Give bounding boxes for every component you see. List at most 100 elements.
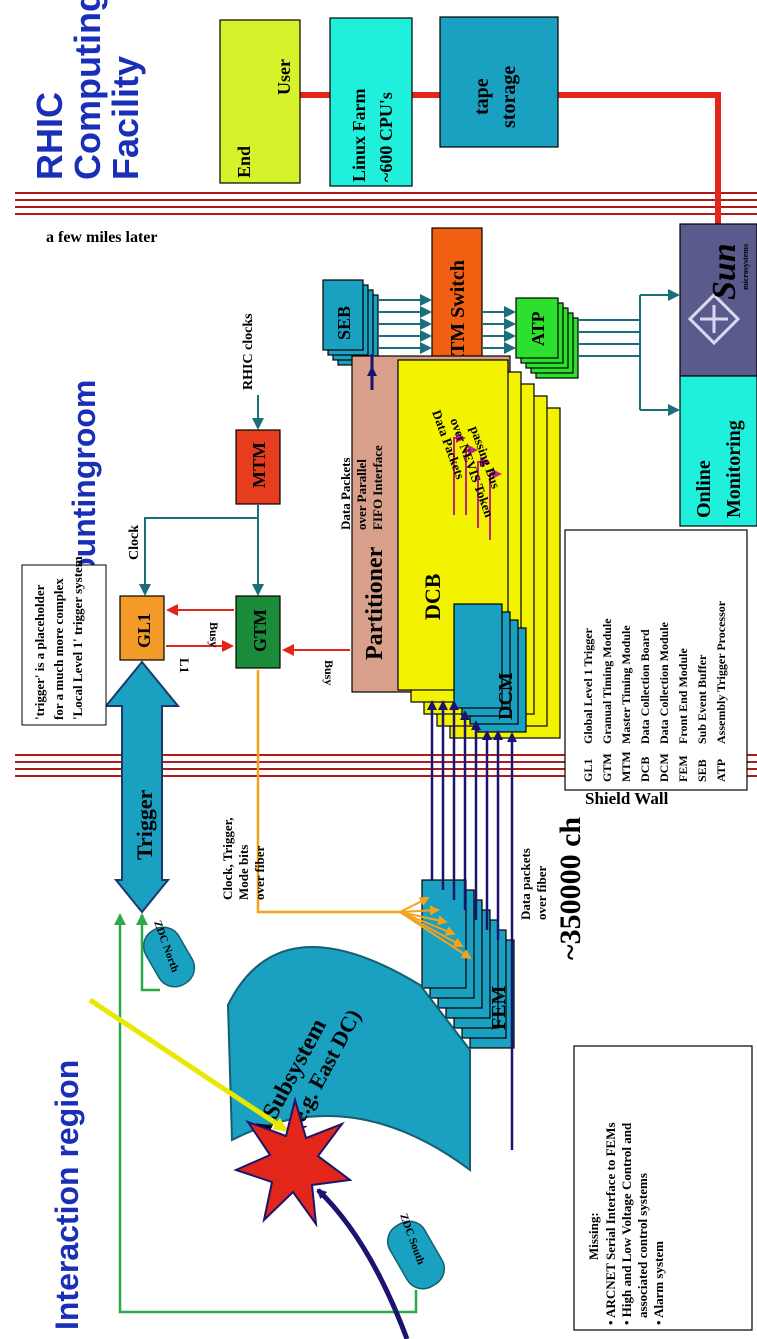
trigger-arrow: Trigger bbox=[103, 660, 181, 914]
svg-text:microsystems: microsystems bbox=[741, 244, 750, 290]
zdc-south: ZDC South bbox=[387, 1212, 445, 1290]
mtm-box: MTM bbox=[235, 429, 281, 505]
gtm-fem-arrows bbox=[399, 897, 472, 960]
svg-text:Partitioner: Partitioner bbox=[362, 546, 388, 660]
legend-desc: Data Collection Board bbox=[638, 629, 652, 744]
legend-abbr: DCM bbox=[657, 753, 671, 782]
legend-desc: Global Level 1 Trigger bbox=[581, 627, 595, 744]
dcm-stack: DCM bbox=[453, 603, 527, 733]
missing-box: Missing: • ARCNET Serial Interface to FE… bbox=[573, 1045, 753, 1331]
legend-abbr: ATP bbox=[714, 759, 728, 782]
svg-text:Sun: Sun bbox=[706, 243, 743, 300]
busy-label-gl1: Busy bbox=[207, 622, 221, 647]
channel-count-label: ~350000 ch bbox=[554, 817, 587, 960]
fem-dcm-fibers bbox=[427, 700, 517, 1150]
atp-stack: ATP bbox=[515, 297, 579, 379]
clock-label: Clock bbox=[127, 525, 142, 560]
region-title-countingroom: Countingroom bbox=[66, 380, 102, 600]
beam-yellow bbox=[88, 997, 288, 1133]
beam-navy bbox=[316, 1188, 410, 1339]
trigger-note-box: 'trigger' is a placeholder for a much mo… bbox=[21, 556, 107, 726]
svg-text:ATM Switch: ATM Switch bbox=[447, 260, 469, 368]
svg-text:'trigger' is a placeholder: 'trigger' is a placeholder bbox=[32, 584, 47, 720]
seb-atm-arrows bbox=[378, 294, 432, 354]
legend-abbr: DCB bbox=[638, 757, 652, 782]
svg-text:FIFO Interface: FIFO Interface bbox=[370, 445, 385, 530]
svg-text:Computing: Computing bbox=[67, 0, 108, 180]
svg-text:over Parallel: over Parallel bbox=[354, 459, 369, 530]
zdc-north: ZDC North bbox=[142, 919, 196, 988]
rhic-clocks-label: RHIC clocks bbox=[241, 313, 256, 390]
tape-storage-box: tape storage bbox=[439, 16, 559, 148]
legend-desc: Master Timing Module bbox=[619, 625, 633, 744]
facility-wall-lines bbox=[15, 192, 757, 215]
parallel-fifo-label: Data Packets over Parallel FIFO Interfac… bbox=[338, 445, 385, 530]
gl1-box: GL1 bbox=[119, 595, 165, 661]
region-title-facility: RHIC Computing Facility bbox=[29, 0, 146, 180]
sun-logo-icon bbox=[687, 292, 741, 346]
svg-text:SEB: SEB bbox=[334, 306, 354, 340]
gtm-box: GTM bbox=[235, 595, 281, 669]
atm-atp-arrows bbox=[482, 306, 516, 354]
svg-text:User: User bbox=[274, 59, 294, 95]
svg-text:End: End bbox=[234, 146, 254, 178]
l1-label: L1 bbox=[177, 658, 192, 673]
zdc-trigger-lines bbox=[114, 913, 418, 1314]
network-line bbox=[300, 92, 721, 230]
svg-text:RHIC: RHIC bbox=[29, 92, 70, 180]
svg-text:• ARCNET Serial Interface to F: • ARCNET Serial Interface to FEMs bbox=[603, 1122, 618, 1325]
svg-text:for a much more complex: for a much more complex bbox=[51, 578, 66, 720]
svg-text:ATP: ATP bbox=[528, 311, 548, 346]
svg-text:Missing:: Missing: bbox=[586, 1212, 601, 1260]
shield-wall-label: Shield Wall bbox=[585, 789, 669, 808]
atp-sun-arrows bbox=[578, 289, 680, 416]
svg-text:tape: tape bbox=[471, 78, 493, 115]
legend-desc: Front End Module bbox=[676, 648, 690, 744]
legend-desc: Assembly Trigger Processor bbox=[714, 600, 728, 744]
svg-text:• Alarm system: • Alarm system bbox=[651, 1241, 666, 1325]
seb-stack: SEB bbox=[322, 279, 379, 366]
clock-trigger-label: Clock, Trigger, Mode bits over fiber bbox=[220, 818, 267, 900]
svg-text:GL1: GL1 bbox=[134, 613, 154, 648]
svg-text:DCM: DCM bbox=[495, 672, 517, 720]
gtm-fem-line bbox=[256, 670, 400, 914]
svg-text:GTM: GTM bbox=[250, 609, 270, 652]
legend-desc: Granual Timing Module bbox=[600, 618, 614, 744]
token-bus-arrows bbox=[453, 433, 502, 540]
svg-text:associated control systems: associated control systems bbox=[635, 1173, 650, 1318]
legend-abbr: GL1 bbox=[581, 759, 595, 782]
sun-server: Sun microsystems bbox=[679, 223, 757, 377]
svg-text:Monitoring: Monitoring bbox=[723, 420, 745, 518]
fem-stack: FEM bbox=[421, 879, 515, 1049]
svg-text:Data packets: Data packets bbox=[518, 848, 533, 920]
svg-text:Clock, Trigger,: Clock, Trigger, bbox=[220, 818, 235, 900]
legend-desc: Data Collection Module bbox=[657, 621, 671, 744]
legend-abbr: MTM bbox=[619, 751, 633, 782]
legend-abbr: FEM bbox=[676, 755, 690, 782]
few-miles-label: a few miles later bbox=[46, 229, 158, 246]
legend-abbr: SEB bbox=[695, 759, 709, 782]
svg-text:Online: Online bbox=[693, 460, 715, 518]
legend-abbr: GTM bbox=[600, 753, 614, 782]
svg-text:Data Packets: Data Packets bbox=[338, 457, 353, 530]
svg-text:over fiber: over fiber bbox=[252, 846, 267, 900]
svg-text:MTM: MTM bbox=[249, 442, 269, 488]
end-user-box: End User bbox=[219, 19, 301, 184]
svg-text:Facility: Facility bbox=[105, 56, 146, 180]
mtm-clock-lines bbox=[139, 504, 264, 596]
atm-switch-box: ATM Switch bbox=[431, 227, 483, 377]
svg-text:Mode bits: Mode bits bbox=[236, 845, 251, 900]
region-title-interaction: Interaction region bbox=[49, 1060, 85, 1330]
collision-star-icon bbox=[233, 1096, 353, 1228]
svg-text:Trigger: Trigger bbox=[132, 789, 157, 860]
svg-text:FEM: FEM bbox=[488, 985, 510, 1030]
online-monitoring-box: Online Monitoring bbox=[679, 375, 757, 527]
linux-farm-box: Linux Farm ~600 CPU's bbox=[329, 17, 413, 187]
legend-desc: Sub Event Buffer bbox=[695, 654, 709, 744]
svg-text:storage: storage bbox=[498, 66, 520, 128]
busy-label-gtm: Busy bbox=[322, 660, 336, 685]
fiber-data-label: Data packets over fiber bbox=[518, 848, 549, 920]
svg-text:Linux Farm: Linux Farm bbox=[349, 88, 369, 182]
